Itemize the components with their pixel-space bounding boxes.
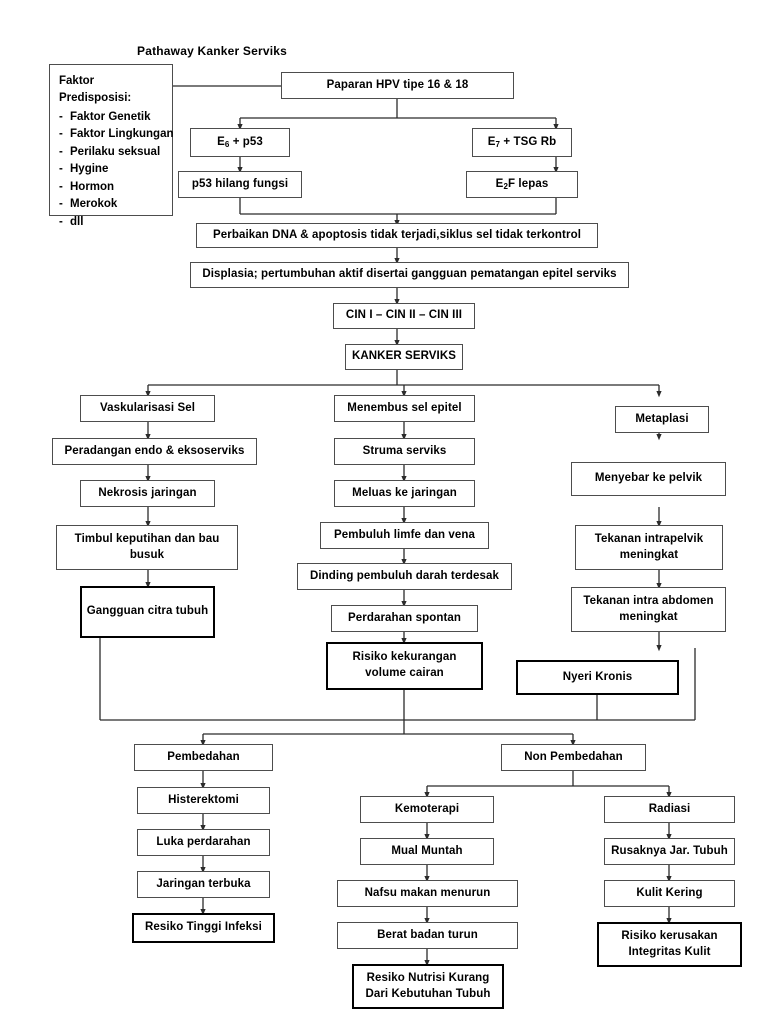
node-histerektomi: Histerektomi bbox=[137, 787, 270, 814]
predisposition-list: -Faktor Genetik -Faktor Lingkungan -Peri… bbox=[59, 109, 174, 231]
node-kulit-kering: Kulit Kering bbox=[604, 880, 735, 907]
node-cin-stages: CIN I – CIN II – CIN III bbox=[333, 303, 475, 329]
node-p53-hilang-fungsi: p53 hilang fungsi bbox=[178, 171, 302, 198]
node-dinding-pembuluh-darah: Dinding pembuluh darah terdesak bbox=[297, 563, 512, 590]
node-menembus-sel-epitel: Menembus sel epitel bbox=[334, 395, 475, 422]
node-nyeri-kronis: Nyeri Kronis bbox=[516, 660, 679, 695]
node-rusaknya-jar-tubuh: Rusaknya Jar. Tubuh bbox=[604, 838, 735, 865]
node-struma-serviks: Struma serviks bbox=[334, 438, 475, 465]
node-non-pembedahan: Non Pembedahan bbox=[501, 744, 646, 771]
node-pembedahan: Pembedahan bbox=[134, 744, 273, 771]
page-title: Pathaway Kanker Serviks bbox=[137, 44, 288, 58]
node-paparan-hpv: Paparan HPV tipe 16 & 18 bbox=[281, 72, 514, 99]
node-luka-perdarahan: Luka perdarahan bbox=[137, 829, 270, 856]
node-vaskularisasi-sel: Vaskularisasi Sel bbox=[80, 395, 215, 422]
node-risiko-kekurangan-volume-cairan: Risiko kekurangan volume cairan bbox=[326, 642, 483, 690]
node-jaringan-terbuka: Jaringan terbuka bbox=[137, 871, 270, 898]
node-risiko-kerusakan-integritas-kulit: Risiko kerusakan Integritas Kulit bbox=[597, 922, 742, 967]
node-resiko-nutrisi-kurang: Resiko Nutrisi Kurang Dari Kebutuhan Tub… bbox=[352, 964, 504, 1009]
list-item: -Faktor Lingkungan bbox=[59, 128, 174, 141]
node-meluas-ke-jaringan: Meluas ke jaringan bbox=[334, 480, 475, 507]
node-tekanan-intrapelvik: Tekanan intrapelvik meningkat bbox=[575, 525, 723, 570]
node-kemoterapi: Kemoterapi bbox=[360, 796, 494, 823]
node-peradangan: Peradangan endo & eksoserviks bbox=[52, 438, 257, 465]
node-tekanan-intra-abdomen: Tekanan intra abdomen meningkat bbox=[571, 587, 726, 632]
predisposition-heading: Faktor Predisposisi: bbox=[59, 75, 132, 105]
list-item: -Perilaku seksual bbox=[59, 145, 161, 158]
node-radiasi: Radiasi bbox=[604, 796, 735, 823]
node-metaplasi: Metaplasi bbox=[615, 406, 709, 433]
node-perbaikan-dna: Perbaikan DNA & apoptosis tidak terjadi,… bbox=[196, 223, 598, 248]
node-keputihan-bau-busuk: Timbul keputihan dan bau busuk bbox=[56, 525, 238, 570]
node-perdarahan-spontan: Perdarahan spontan bbox=[331, 605, 478, 632]
list-item: -Merokok bbox=[59, 198, 118, 211]
predisposition-box: Faktor Predisposisi: -Faktor Genetik -Fa… bbox=[49, 64, 174, 228]
node-resiko-tinggi-infeksi: Resiko Tinggi Infeksi bbox=[132, 913, 275, 943]
node-mual-muntah: Mual Muntah bbox=[360, 838, 494, 865]
list-item: -Hygine bbox=[59, 163, 109, 176]
node-gangguan-citra-tubuh: Gangguan citra tubuh bbox=[80, 586, 215, 638]
node-displasia: Displasia; pertumbuhan aktif disertai ga… bbox=[190, 262, 629, 288]
node-kanker-serviks: KANKER SERVIKS bbox=[345, 344, 463, 370]
list-item: -Faktor Genetik bbox=[59, 110, 151, 123]
node-nekrosis-jaringan: Nekrosis jaringan bbox=[80, 480, 215, 507]
node-berat-badan-turun: Berat badan turun bbox=[337, 922, 518, 949]
node-menyebar-ke-pelvik: Menyebar ke pelvik bbox=[571, 462, 726, 496]
node-nafsu-makan-menurun: Nafsu makan menurun bbox=[337, 880, 518, 907]
list-item: -dll bbox=[59, 215, 84, 228]
list-item: -Hormon bbox=[59, 180, 115, 193]
node-pembuluh-limfe-vena: Pembuluh limfe dan vena bbox=[320, 522, 489, 549]
